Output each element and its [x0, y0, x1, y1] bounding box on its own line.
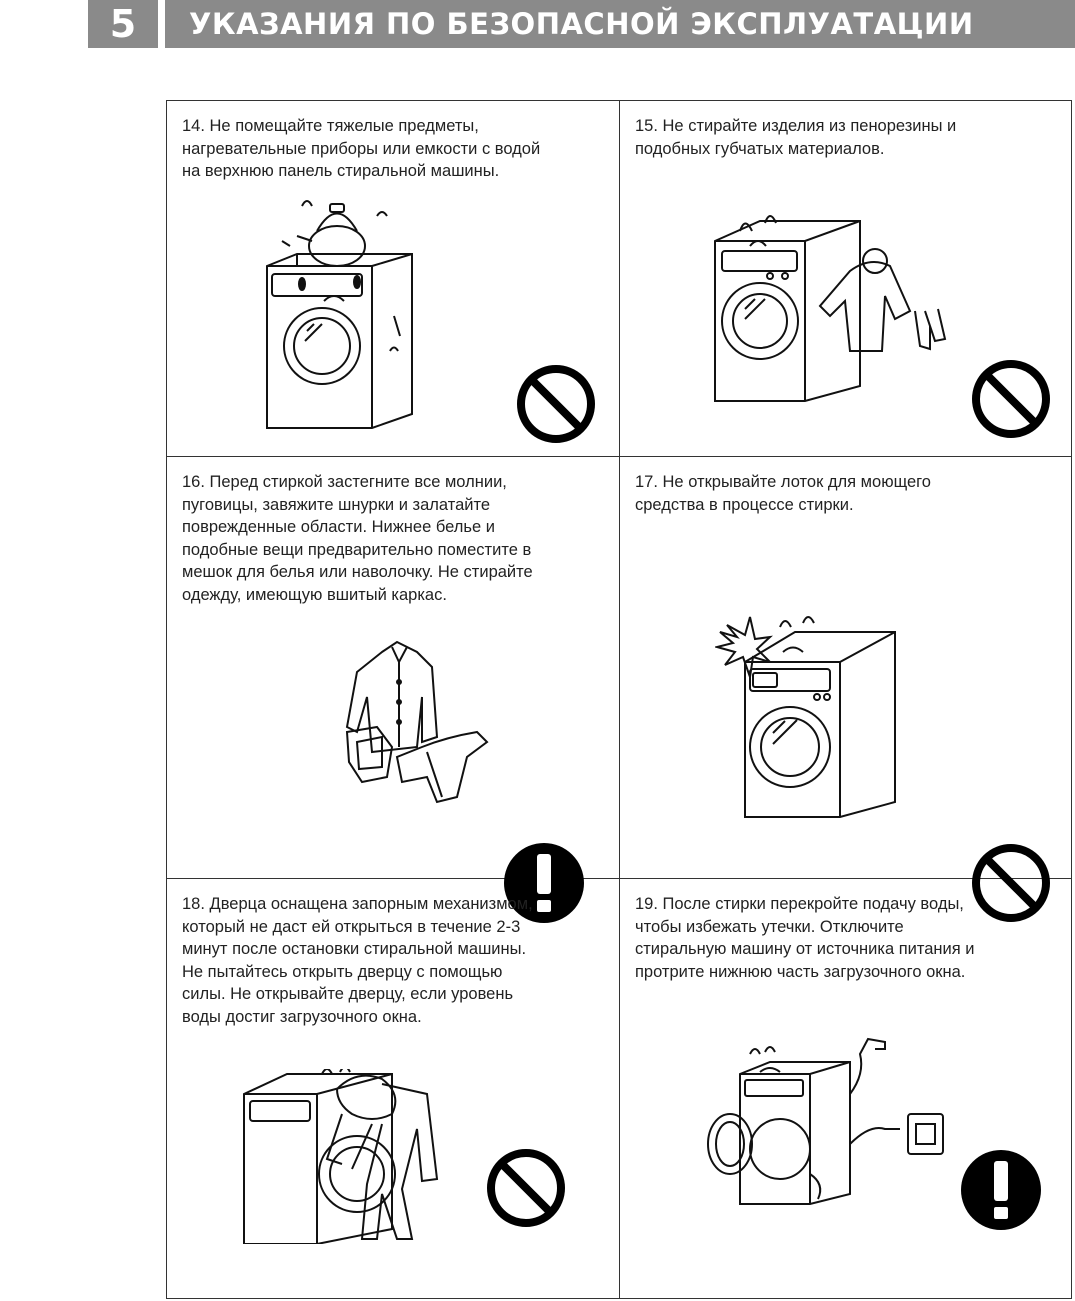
instruction-text: 14. Не помещайте тяжелые предметы, нагре… [182, 117, 541, 180]
page-title: УКАЗАНИЯ ПО БЕЗОПАСНОЙ ЭКСПЛУАТАЦИИ [165, 0, 1075, 48]
washing-machine-with-kettle-illustration [266, 200, 413, 429]
instruction-cell-14: 14. Не помещайте тяжелые предметы, нагре… [167, 101, 620, 457]
instruction-text: 16. Перед стиркой застегните все молнии,… [182, 473, 533, 604]
warning-exclamation-icon [961, 1150, 1041, 1230]
instruction-cell-16: 16. Перед стиркой застегните все молнии,… [167, 457, 620, 923]
instruction-cell-18: 18. Дверца оснащена запорным механизмом,… [167, 879, 620, 1298]
page-number: 5 [88, 0, 158, 48]
prohibited-icon [972, 360, 1050, 438]
clothing-illustration [345, 640, 489, 804]
prohibited-icon [487, 1149, 565, 1227]
instruction-text: 17. Не открывайте лоток для моющего сред… [635, 473, 931, 514]
prohibited-icon [972, 844, 1050, 922]
instruction-cell-17: 17. Не открывайте лоток для моющего сред… [620, 457, 1071, 922]
warning-exclamation-icon [504, 843, 584, 923]
prohibited-icon [517, 365, 595, 443]
instruction-cell-19: 19. После стирки перекройте подачу воды,… [620, 879, 1071, 1298]
instruction-text: 19. После стирки перекройте подачу воды,… [635, 895, 975, 981]
instruction-text: 15. Не стирайте изделия из пенорезины и … [635, 117, 957, 158]
washing-machine-illustration [715, 616, 896, 818]
person-opening-washing-machine-illustration [243, 1069, 439, 1244]
washing-machine-with-tap-and-socket-illustration [707, 1037, 944, 1205]
instruction-text: 18. Дверца оснащена запорным механизмом,… [182, 895, 533, 1026]
washing-machine-with-clothes-illustration [714, 215, 947, 402]
page-header: 5 УКАЗАНИЯ ПО БЕЗОПАСНОЙ ЭКСПЛУАТАЦИИ [0, 0, 1075, 48]
instructions-grid: 14. Не помещайте тяжелые предметы, нагре… [166, 100, 1072, 1299]
instruction-cell-15: 15. Не стирайте изделия из пенорезины и … [620, 101, 1071, 457]
